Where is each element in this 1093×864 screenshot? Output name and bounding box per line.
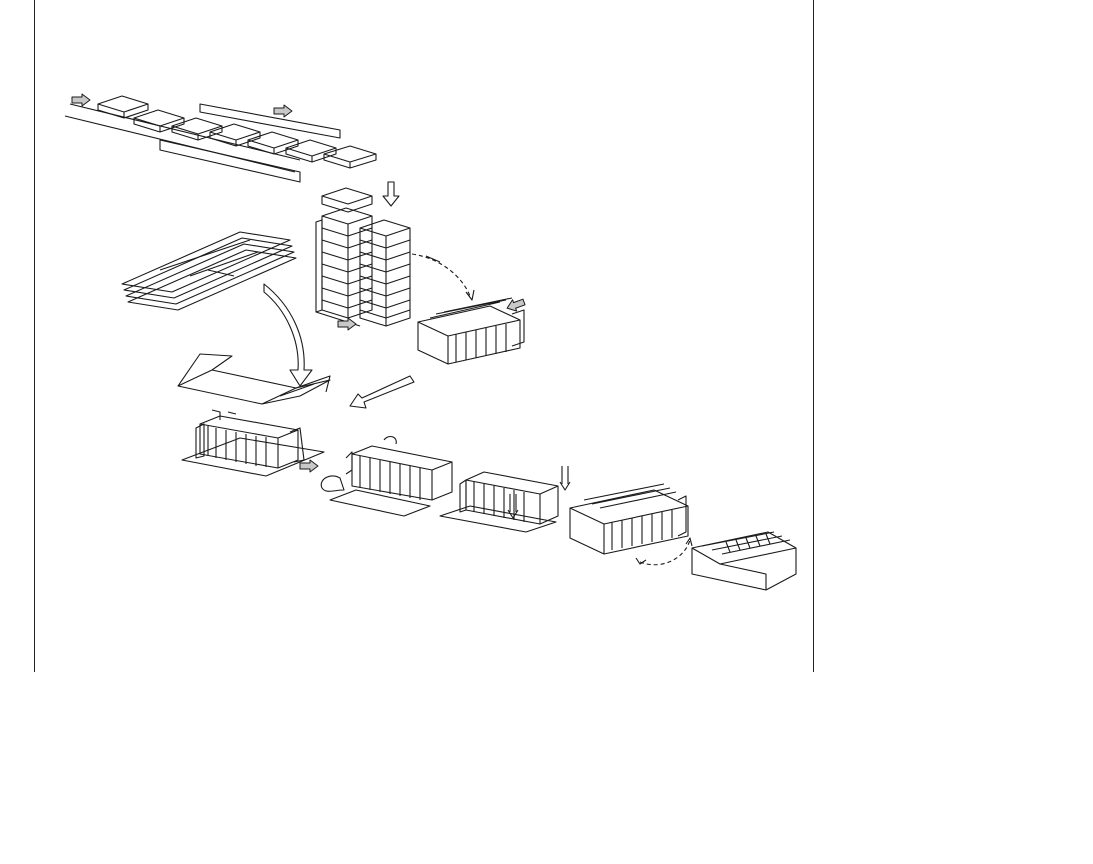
rotation-arrowhead xyxy=(465,289,475,301)
closing-rotation-arc xyxy=(639,539,691,566)
stack-column-right xyxy=(359,219,411,327)
conveyor-frame xyxy=(159,103,341,183)
rotation-dashed-arc xyxy=(411,253,471,297)
page-frame-right-border xyxy=(813,0,814,672)
conveyor-arrow-left xyxy=(71,93,91,107)
carton-closing-stage xyxy=(569,483,693,566)
flat-block-5 xyxy=(247,131,299,155)
down-arrow-to-stack xyxy=(382,181,400,207)
flat-block-6 xyxy=(285,139,337,163)
diagonal-arrow xyxy=(349,375,415,409)
flaps-glued-stage xyxy=(439,466,571,533)
stack-column-left xyxy=(321,187,373,319)
stacking-stage xyxy=(315,187,475,331)
line-arrow-1 xyxy=(299,459,319,473)
conveyor-arrow-top xyxy=(273,104,293,118)
glue-nozzle-2 xyxy=(559,466,571,491)
carton-blanks-stack xyxy=(121,231,297,311)
horizontal-batch xyxy=(417,295,527,365)
conveyor-belt xyxy=(64,103,301,173)
rotation-tail-mark xyxy=(425,255,441,263)
flat-block-1 xyxy=(97,95,149,119)
page-frame-left-border xyxy=(34,0,35,672)
conveyor-stage xyxy=(64,93,377,183)
flat-block-7 xyxy=(323,145,377,169)
closed-carton xyxy=(691,531,797,591)
batch-on-blank xyxy=(181,409,325,477)
glue-nozzle-1 xyxy=(507,494,519,519)
large-curved-arrow xyxy=(263,283,313,387)
flaps-folding-stage xyxy=(320,435,453,517)
opened-carton-blank xyxy=(177,353,331,405)
flat-block-3 xyxy=(171,117,223,141)
